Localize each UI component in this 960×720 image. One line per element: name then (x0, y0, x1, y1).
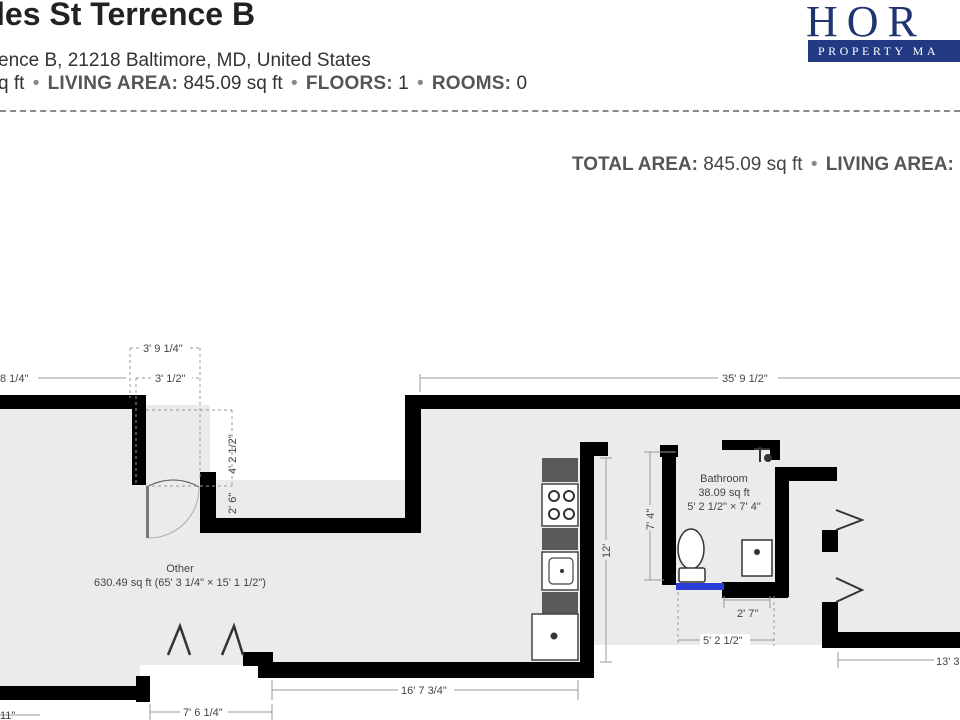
header-divider (0, 110, 960, 112)
stats-separator: • (32, 73, 40, 94)
summary-living-label: LIVING AREA: (825, 154, 954, 175)
wall-step-vertical (405, 395, 421, 533)
total-area-value: 845.09 sq ft (703, 154, 803, 175)
bathroom-window (676, 583, 724, 590)
dimension-lines (0, 347, 960, 720)
total-area-label: TOTAL AREA: (572, 154, 698, 175)
room-other-name: Other (166, 563, 194, 575)
logo-wordmark: HOR (806, 0, 926, 46)
wall-door-stub-top (822, 530, 838, 552)
bottom-door-markers (166, 622, 245, 656)
counter-cabinet (542, 592, 578, 614)
rooms-value: 0 (516, 73, 528, 94)
floor-right (410, 405, 960, 645)
wall-hall-top (775, 467, 837, 481)
dim-label: 35' 9 1/2" (722, 373, 768, 385)
wall-bath-topright (770, 440, 780, 460)
stats-lead: q ft (0, 73, 25, 94)
bathroom-sink-icon (741, 539, 773, 577)
wall-bottom-left (0, 686, 140, 700)
wall-bottom-center (258, 662, 594, 678)
dim-label: 4' 2 1/2" (227, 434, 239, 474)
counter-cabinet (542, 458, 578, 482)
room-labels: Other 630.49 sq ft (65' 3 1/4" × 15' 1 1… (94, 473, 761, 589)
wall-bath-bottom (722, 582, 788, 598)
floor-area (0, 405, 960, 690)
floor-left (0, 405, 140, 690)
room-bathroom-dims: 5' 2 1/2" × 7' 4" (687, 501, 761, 513)
floors-label: FLOORS: (305, 73, 393, 94)
closet-door (146, 479, 200, 539)
room-bathroom-area: 38.09 sq ft (698, 487, 749, 499)
dim-label: 8 1/4" (0, 373, 28, 385)
floor-main-upper (205, 530, 415, 570)
wall-top-left (0, 395, 146, 409)
counter-cabinet (542, 528, 578, 550)
dim-label: 16' 7 3/4" (401, 685, 447, 697)
logo-band: PROPERTY MA (808, 40, 960, 62)
room-other-area: 630.49 sq ft (65' 3 1/4" × 15' 1 1/2") (94, 577, 266, 589)
area-summary: TOTAL AREA: 845.09 sq ft • LIVING AREA: … (572, 154, 960, 176)
dim-label: 11" (0, 710, 15, 720)
wall-top-right (405, 395, 960, 409)
summary-separator: • (810, 154, 818, 175)
wall-closet-left (132, 395, 146, 485)
wall-kitchen-right (580, 442, 594, 664)
dim-label: 3' 1/2" (155, 373, 186, 385)
toilet-icon (677, 528, 705, 570)
property-address: ence B, 21218 Baltimore, MD, United Stat… (0, 50, 371, 71)
wall-mid-step (200, 518, 420, 533)
property-title: les St Terrence B (0, 0, 256, 32)
living-area-label: LIVING AREA: (47, 73, 179, 94)
entry-chevrons (835, 509, 865, 603)
floors-value: 1 (398, 73, 409, 94)
wall-bath-top (722, 440, 778, 450)
wall-bath-left (662, 445, 676, 585)
dim-label: 7' 4" (645, 509, 657, 530)
room-bathroom-name: Bathroom (700, 473, 748, 485)
rooms-label: ROOMS: (431, 73, 512, 94)
company-logo: HOR PROPERTY MA (806, 0, 960, 64)
bathroom-fixtures (677, 447, 773, 583)
dim-label: 12' (601, 544, 613, 558)
dim-label: 2' 6" (227, 493, 239, 514)
stats-separator: • (290, 73, 298, 94)
wall-bottom-right (822, 632, 960, 648)
property-stats: q ft • LIVING AREA: 845.09 sq ft • FLOOR… (0, 73, 527, 95)
stove-icon (541, 483, 579, 527)
dimension-labels: 3' 9 1/4" 3' 1/2" 8 1/4" 35' 9 1/2" 4' 2… (0, 342, 960, 720)
living-area-value: 845.09 sq ft (183, 73, 283, 94)
dim-label: 7' 6 1/4" (183, 707, 223, 719)
stats-separator: • (416, 73, 424, 94)
kitchen-counter (531, 458, 579, 661)
dim-label: 2' 7" (737, 608, 758, 620)
dim-label: 13' 3 (936, 656, 960, 668)
dim-label: 3' 9 1/4" (143, 343, 183, 355)
shower-icon (754, 447, 770, 462)
dim-label: 5' 2 1/2" (703, 635, 743, 647)
wall-bath-right (775, 467, 789, 597)
